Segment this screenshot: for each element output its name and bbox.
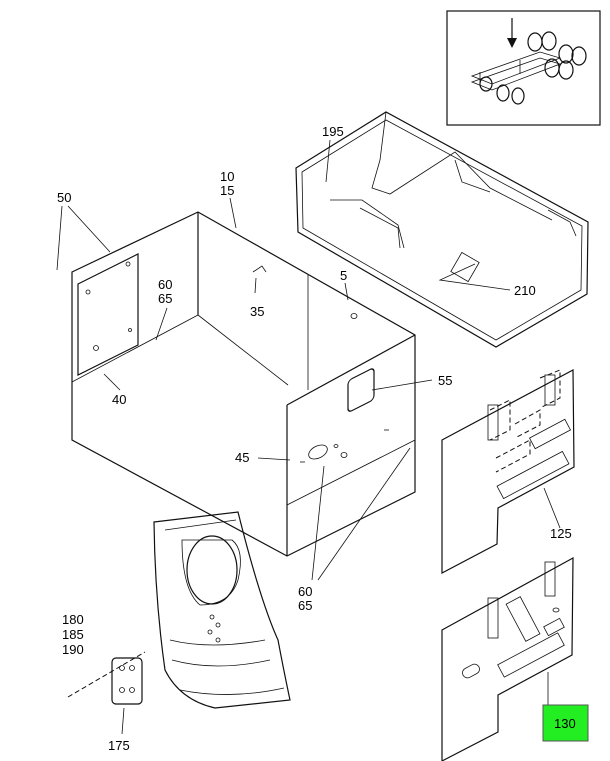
callout-125[interactable]: 125 xyxy=(550,526,572,541)
cab-panel-lower xyxy=(441,556,574,761)
housing-box xyxy=(71,211,416,557)
vehicle-locator-inset xyxy=(446,10,601,126)
callout-60-upper[interactable]: 60 xyxy=(158,277,172,292)
cab-panel-upper xyxy=(441,369,575,574)
callout-130[interactable]: 130 xyxy=(554,716,576,731)
callout-labels: 50 10 15 195 60 65 5 35 210 40 55 45 125… xyxy=(57,124,576,753)
callout-185[interactable]: 185 xyxy=(62,627,84,642)
fender-body xyxy=(153,511,291,709)
callout-10[interactable]: 10 xyxy=(220,169,234,184)
callout-15[interactable]: 15 xyxy=(220,183,234,198)
callout-45[interactable]: 45 xyxy=(235,450,249,465)
callout-40[interactable]: 40 xyxy=(112,392,126,407)
callout-highlight-130[interactable] xyxy=(542,704,589,742)
callout-60-lower[interactable]: 60 xyxy=(298,584,312,599)
callout-65-lower[interactable]: 65 xyxy=(298,598,312,613)
callout-65-upper[interactable]: 65 xyxy=(158,291,172,306)
callout-55[interactable]: 55 xyxy=(438,373,452,388)
callout-175[interactable]: 175 xyxy=(108,738,130,753)
callout-50[interactable]: 50 xyxy=(57,190,71,205)
callout-180[interactable]: 180 xyxy=(62,612,84,627)
callout-35[interactable]: 35 xyxy=(250,304,264,319)
callout-195[interactable]: 195 xyxy=(322,124,344,139)
leader-lines xyxy=(56,139,561,735)
callout-5[interactable]: 5 xyxy=(340,268,347,283)
callout-210[interactable]: 210 xyxy=(514,283,536,298)
callout-190[interactable]: 190 xyxy=(62,642,84,657)
rear-panel-frame xyxy=(295,111,589,348)
mount-plate xyxy=(111,657,143,705)
